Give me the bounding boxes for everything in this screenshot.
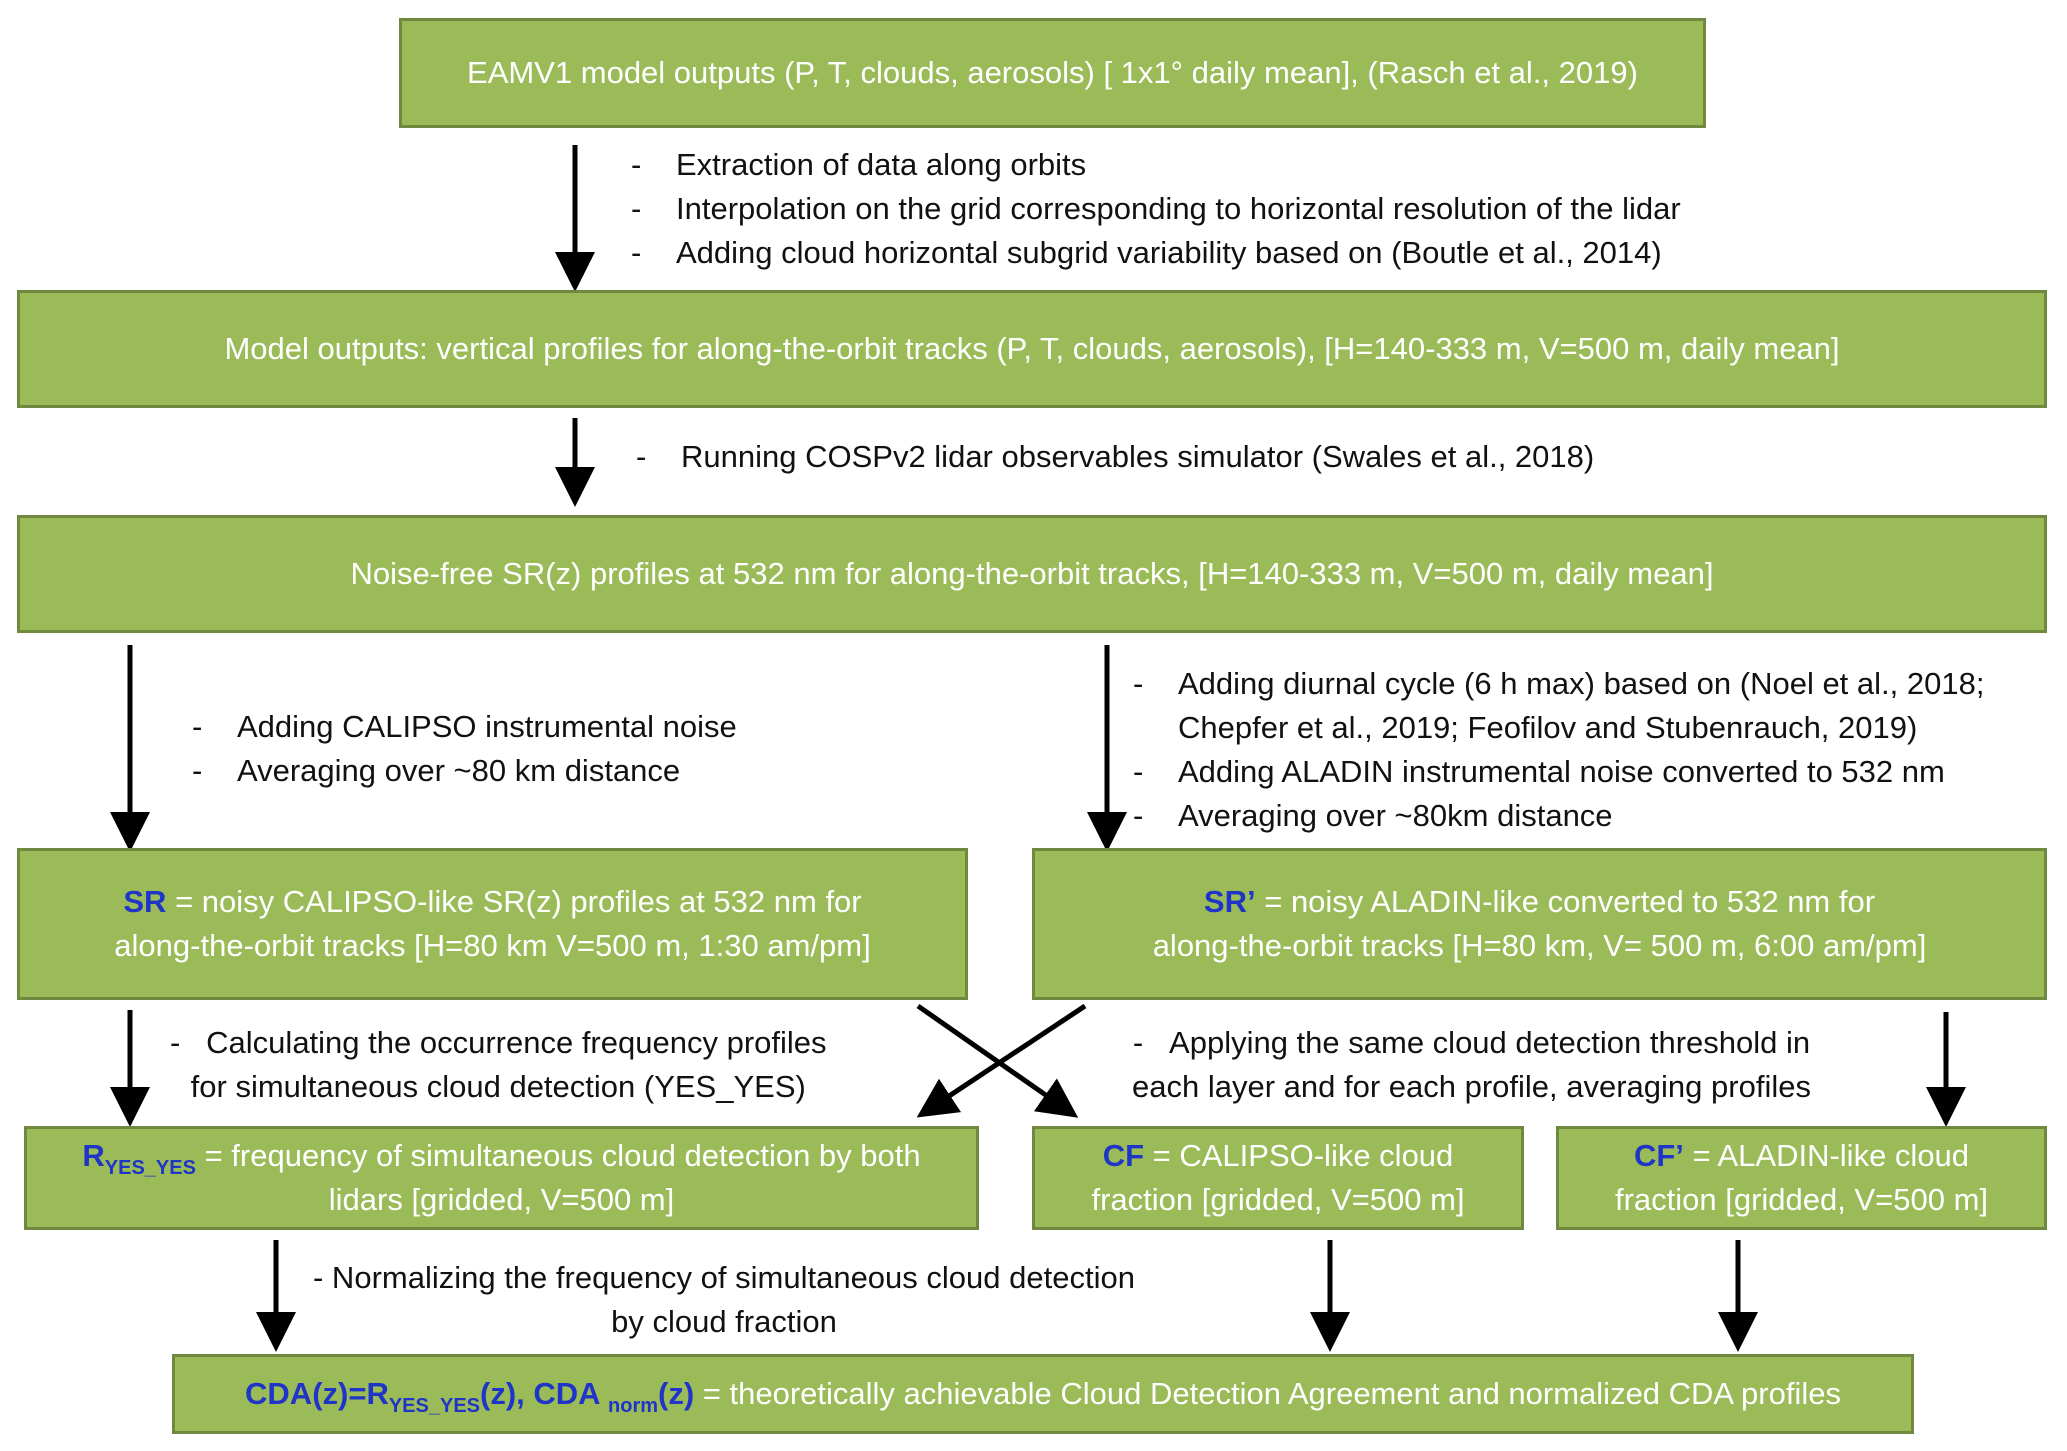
step-item: -Adding ALADIN instrumental noise conver… [1133,750,1984,794]
step-dash: - [631,235,642,270]
box-cda: CDA(z)=RYES_YES(z), CDA norm(z) = theore… [172,1354,1914,1434]
box-sr-aladin: SR’ = noisy ALADIN-like converted to 532… [1032,848,2047,1000]
step-text: Interpolation on the grid corresponding … [676,191,1681,226]
step-dash: - [631,191,642,226]
box-model-outputs-profiles: Model outputs: vertical profiles for alo… [17,290,2047,408]
cda-sub2: norm [608,1395,659,1417]
sr-prime-line2: along-the-orbit tracks [H=80 km, V= 500 … [1152,928,1927,963]
cf-prime-line1: = ALADIN-like cloud [1683,1138,1970,1173]
note-bottom-line1: - Normalizing the frequency of simultane… [313,1260,1135,1295]
sr-label: SR [123,884,167,919]
cf-prime-label: CF’ [1633,1138,1684,1173]
step-text: Chepfer et al., 2019; Feofilov and Stube… [1178,710,1918,745]
note-dash: - [1132,1025,1144,1060]
box-noise-free-sr: Noise-free SR(z) profiles at 532 nm for … [17,515,2047,633]
cf-line1: = CALIPSO-like cloud [1144,1138,1454,1173]
cda-sub1: YES_YES [388,1395,481,1417]
step-text: Extraction of data along orbits [676,147,1087,182]
note-bottom-line2: by cloud fraction [611,1304,837,1339]
box-eamv1-text: EAMV1 model outputs (P, T, clouds, aeros… [467,55,1638,90]
box-noise-free-text: Noise-free SR(z) profiles at 532 nm for … [350,556,1714,591]
note-normalizing: - Normalizing the frequency of simultane… [313,1256,1135,1344]
step-text: Running COSPv2 lidar observables simulat… [681,439,1595,474]
note-cloud-threshold: - Applying the same cloud detection thre… [1132,1021,1811,1109]
steps-extraction: -Extraction of data along orbits -Interp… [631,143,1681,275]
r-sub: YES_YES [104,1157,196,1179]
step-item: -Interpolation on the grid corresponding… [631,187,1681,231]
sr-line2: along-the-orbit tracks [H=80 km V=500 m,… [114,928,871,963]
step-text: Averaging over ~80 km distance [237,753,681,788]
cf-label: CF [1102,1138,1145,1173]
step-item: -Adding cloud horizontal subgrid variabi… [631,231,1681,275]
step-dash: - [192,709,203,744]
step-dash: - [631,147,642,182]
r-label: RYES_YES [82,1138,196,1179]
step-dash: - [192,753,203,788]
sr-line1: = noisy CALIPSO-like SR(z) profiles at 5… [166,884,862,919]
cda-label: CDA(z)=RYES_YES(z), CDA norm(z) [245,1376,695,1417]
box-cf-aladin: CF’ = ALADIN-like cloud fraction [gridde… [1556,1126,2047,1230]
box-cf-calipso: CF = CALIPSO-like cloud fraction [gridde… [1032,1126,1524,1230]
steps-aladin-noise: -Adding diurnal cycle (6 h max) based on… [1133,662,1984,838]
step-text: Adding cloud horizontal subgrid variabil… [676,235,1662,270]
step-item: -Averaging over ~80 km distance [192,749,737,793]
step-item: Chepfer et al., 2019; Feofilov and Stube… [1133,706,1984,750]
cf-line2: fraction [gridded, V=500 m] [1091,1182,1465,1217]
step-item: -Adding CALIPSO instrumental noise [192,705,737,749]
box-model-outputs-text: Model outputs: vertical profiles for alo… [224,331,1840,366]
step-item: -Averaging over ~80km distance [1133,794,1984,838]
sr-prime-line1: = noisy ALADIN-like converted to 532 nm … [1255,884,1876,919]
steps-calipso-noise: -Adding CALIPSO instrumental noise -Aver… [192,705,737,793]
cda-rest: = theoretically achievable Cloud Detecti… [694,1376,1841,1411]
note-right-line1: Applying the same cloud detection thresh… [1169,1025,1811,1060]
step-text: Adding diurnal cycle (6 h max) based on … [1178,666,1985,701]
step-dash: - [636,439,647,474]
step-item: -Extraction of data along orbits [631,143,1681,187]
box-r-yes-yes: RYES_YES = frequency of simultaneous clo… [24,1126,979,1230]
step-item: -Running COSPv2 lidar observables simula… [636,435,1594,479]
r-line1: = frequency of simultaneous cloud detect… [195,1138,921,1173]
note-right-line2: each layer and for each profile, averagi… [1132,1069,1811,1104]
cf-prime-line2: fraction [gridded, V=500 m] [1614,1182,1989,1217]
step-item: -Adding diurnal cycle (6 h max) based on… [1133,662,1984,706]
arrow-sr2-to-r [916,1003,1087,1118]
steps-cosp: -Running COSPv2 lidar observables simula… [636,435,1594,479]
step-text: Averaging over ~80km distance [1178,798,1613,833]
note-left-line1: Calculating the occurrence frequency pro… [206,1025,827,1060]
r-line2: lidars [gridded, V=500 m] [328,1182,675,1217]
box-sr-calipso: SR = noisy CALIPSO-like SR(z) profiles a… [17,848,968,1000]
note-dash: - [170,1025,181,1060]
step-text: Adding CALIPSO instrumental noise [237,709,737,744]
step-dash: - [1133,754,1144,789]
note-left-line2: for simultaneous cloud detection (YES_YE… [190,1069,806,1104]
sr-prime-label: SR’ [1203,884,1256,919]
arrow-sr-to-cf [916,1003,1079,1118]
step-dash: - [1133,798,1144,833]
step-text: Adding ALADIN instrumental noise convert… [1178,754,1945,789]
note-occurrence-frequency: - Calculating the occurrence frequency p… [170,1021,827,1109]
box-eamv1-model-outputs: EAMV1 model outputs (P, T, clouds, aeros… [399,18,1706,128]
step-dash: - [1133,666,1144,701]
